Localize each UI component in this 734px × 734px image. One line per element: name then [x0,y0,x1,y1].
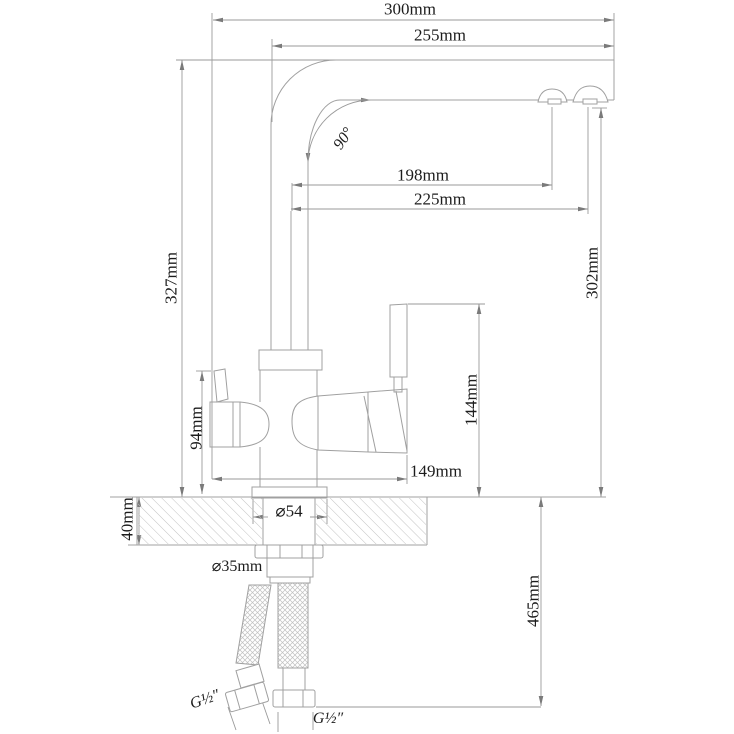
hose-angled-nut [224,681,270,713]
right-valve-cap [367,388,408,454]
hose-vertical-nut [272,689,316,708]
dim-label-40mm: 40mm [117,497,137,541]
body-collar [258,349,323,371]
spout-outer-edge [270,59,614,350]
threaded-shank [266,557,314,578]
dimension-lines [136,13,615,732]
left-lever [213,368,229,403]
under-counter-assembly [224,544,324,713]
aerator-outlets [537,85,609,105]
dim-label-300mm: 300mm [384,0,436,19]
hose-vertical [277,582,309,669]
right-valve-dome [291,395,319,451]
dim-label-dia35mm: ⌀35mm [211,558,263,575]
dim-label-327mm: 327mm [161,252,181,304]
hose-angled [235,584,272,666]
dim-label-198mm: 198mm [397,165,449,185]
faucet-body [209,59,615,499]
dim-label-465mm: 465mm [523,575,543,627]
thread-label-g12-bottom: G½″ [312,710,344,727]
dim-label-225mm: 225mm [414,189,466,209]
dim-label-302mm: 302mm [582,247,602,299]
left-valve-body [209,401,241,448]
dim-label-dia54: ⌀54 [275,501,303,521]
dim-label-149mm: 149mm [410,461,462,481]
dim-label-94mm: 94mm [186,406,206,450]
dim-label-144mm: 144mm [461,374,481,426]
right-valve-body [317,391,369,453]
countertop-section [110,496,606,546]
right-lever [389,303,408,378]
spout-inner-edge [307,99,614,350]
base-flange [251,486,328,499]
dim-label-255mm: 255mm [414,25,466,45]
hose-vertical-ferrule [282,667,306,691]
left-valve-dome [239,401,270,448]
right-lever-neck [393,376,403,393]
